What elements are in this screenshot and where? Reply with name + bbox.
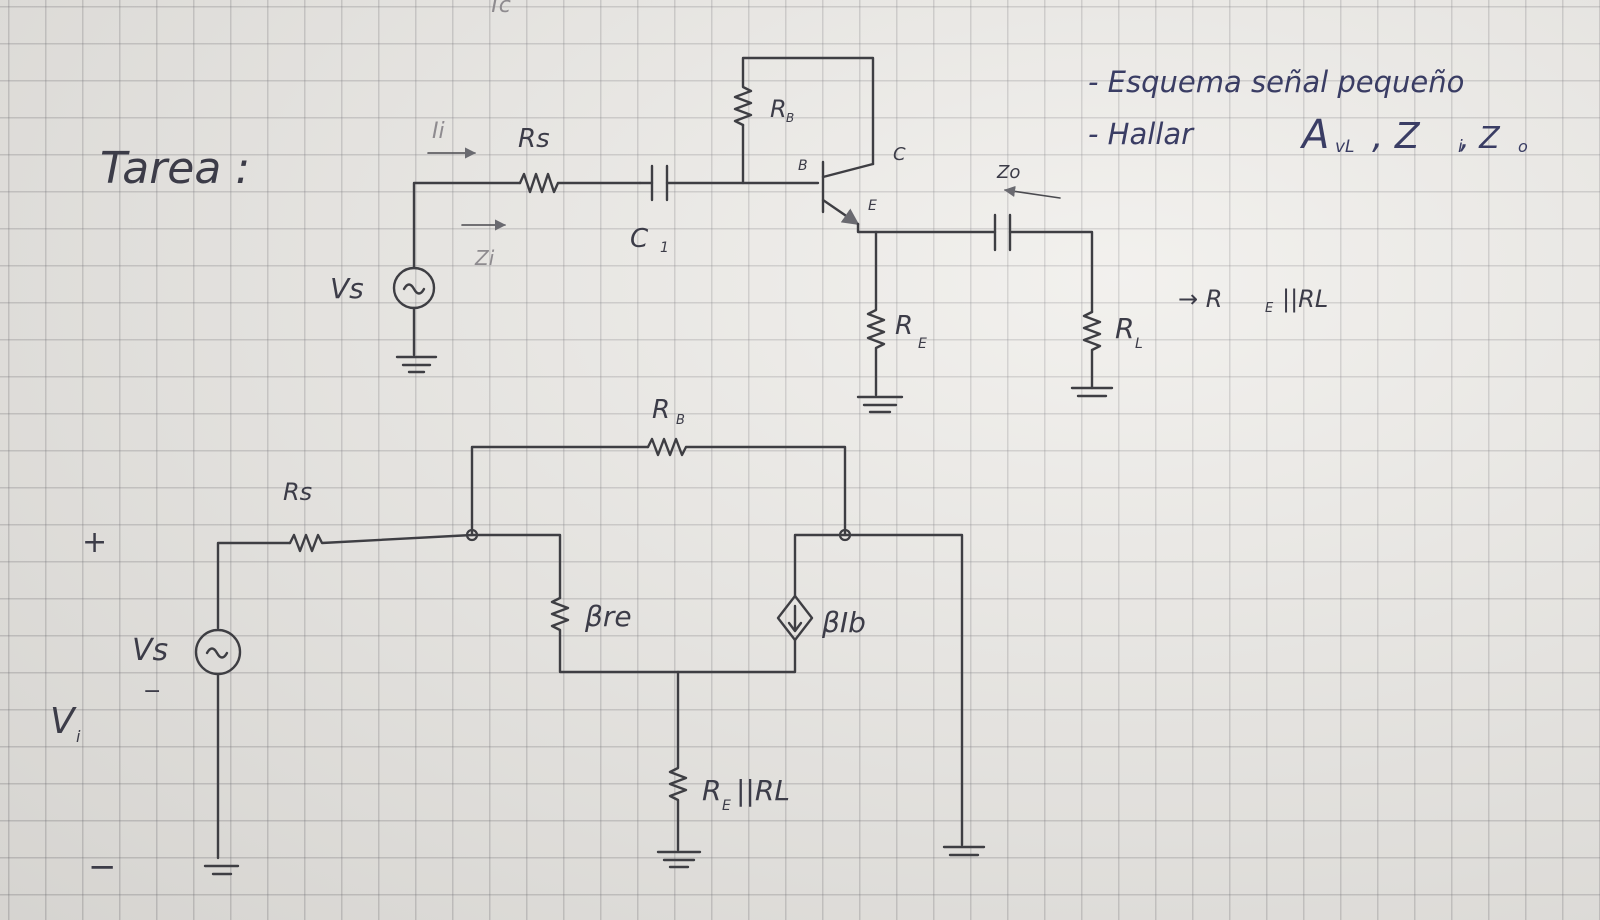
rerl-rest-label: ||RL <box>736 774 790 807</box>
parallel-note-sub: E <box>1265 301 1274 316</box>
note-zo-sub: o <box>1518 137 1528 156</box>
top-fragment-text: Tc <box>488 0 511 18</box>
ground-icon-re <box>856 395 904 414</box>
rs-label-bottom: Rs <box>283 478 312 506</box>
parallel-note-rest: ||RL <box>1282 285 1328 313</box>
bib-label: βIb <box>821 606 866 639</box>
ground-icon-bottom-left <box>203 864 240 876</box>
minus-bottom-label: − <box>88 847 117 887</box>
re-label: R <box>895 311 913 341</box>
c1-label: C <box>630 224 649 254</box>
re-resistor-icon <box>866 230 886 397</box>
vs-source-icon-bottom <box>194 628 242 676</box>
vi-label: V <box>50 701 77 742</box>
rs-resistor-icon-bottom <box>288 533 474 553</box>
rb-resistor-icon <box>733 56 875 166</box>
vi-sub-label: i <box>76 727 81 746</box>
rs-label: Rs <box>518 124 550 154</box>
top-circuit: Ii Rs Zi C 1 Vs R B B C E Zo R E R L → R… <box>330 56 1328 414</box>
minus-label: − <box>143 679 161 704</box>
note-line1: - Esquema señal pequeño <box>1088 65 1464 99</box>
zo-label: Zo <box>996 162 1020 183</box>
note-line2: - Hallar <box>1088 117 1195 151</box>
emitter-label: E <box>868 198 877 214</box>
rb-label-bottom: R <box>652 395 670 425</box>
ground-icon <box>395 355 438 374</box>
vs-label: Vs <box>330 272 364 305</box>
rl-sub-label: L <box>1135 336 1143 352</box>
rb-resistor-icon-bottom <box>646 437 847 537</box>
zi-label: Zi <box>474 246 495 270</box>
title-text: Tarea : <box>100 143 250 194</box>
rs-resistor-icon <box>518 172 642 194</box>
note-zo: , Z <box>1460 121 1501 156</box>
ii-label: Ii <box>432 119 445 144</box>
plus-label: + <box>82 525 107 560</box>
parallel-note-label: → R <box>1178 285 1222 313</box>
rerl-sub-label: E <box>722 798 731 814</box>
collector-label: C <box>893 144 906 165</box>
note-zi: , Z <box>1372 116 1421 157</box>
rerl-resistor-icon <box>668 670 688 852</box>
base-label: B <box>798 158 808 174</box>
cout-capacitor-icon <box>993 213 1012 252</box>
rb-label: R <box>770 95 787 123</box>
re-sub-label: E <box>918 336 927 352</box>
note-avl: A <box>1299 112 1329 158</box>
vs-label-bottom: Vs <box>132 633 168 668</box>
ground-icon-bottom-mid <box>656 850 702 869</box>
rb-sub-label-bottom: B <box>676 413 685 428</box>
note-zi-sub: i <box>1458 137 1463 157</box>
rl-label: R <box>1115 312 1134 345</box>
bre-label: βre <box>584 600 632 633</box>
rerl-label: R <box>702 774 721 807</box>
c1-sub-label: 1 <box>660 240 669 256</box>
bottom-circuit: R B Rs + Vs − V i − βre βIb R E ||RL <box>50 395 986 887</box>
ground-icon-rl <box>1070 386 1114 398</box>
note-avl-sub: vL <box>1335 137 1355 157</box>
rl-resistor-icon <box>1082 310 1102 390</box>
c1-capacitor-icon <box>650 164 669 202</box>
ground-icon-bottom-right <box>942 845 986 857</box>
rb-sub-label: B <box>786 111 794 125</box>
